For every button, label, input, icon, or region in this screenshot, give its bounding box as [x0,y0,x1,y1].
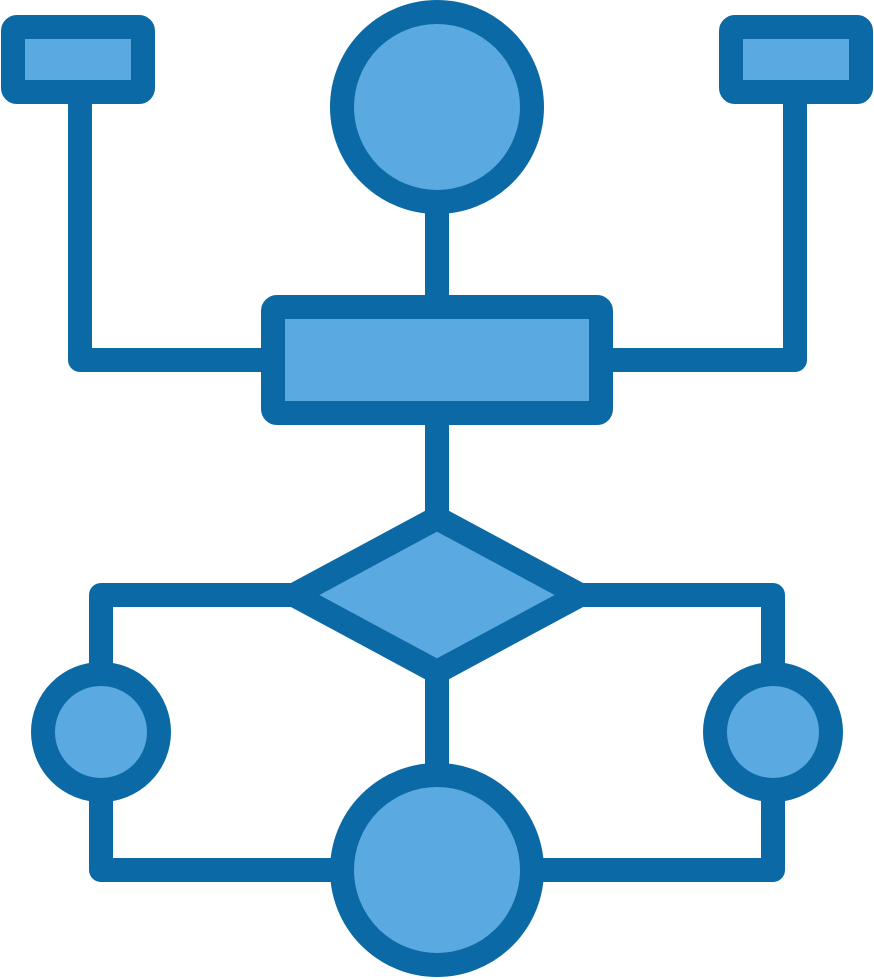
connector-decision-left [89,583,302,677]
connector-left-to-bottom [89,788,344,882]
right-circle [703,662,843,802]
top-right-box [719,15,873,104]
top-left-box [1,15,155,104]
connector-decision-right [572,583,785,677]
connector-top-right [601,83,807,372]
left-circle [31,662,171,802]
connector-right-to-bottom [530,788,785,882]
bottom-circle [330,763,544,977]
process-box [261,295,613,425]
decision-diamond [282,506,592,684]
connector-top-left [68,83,274,372]
top-circle [330,0,544,214]
